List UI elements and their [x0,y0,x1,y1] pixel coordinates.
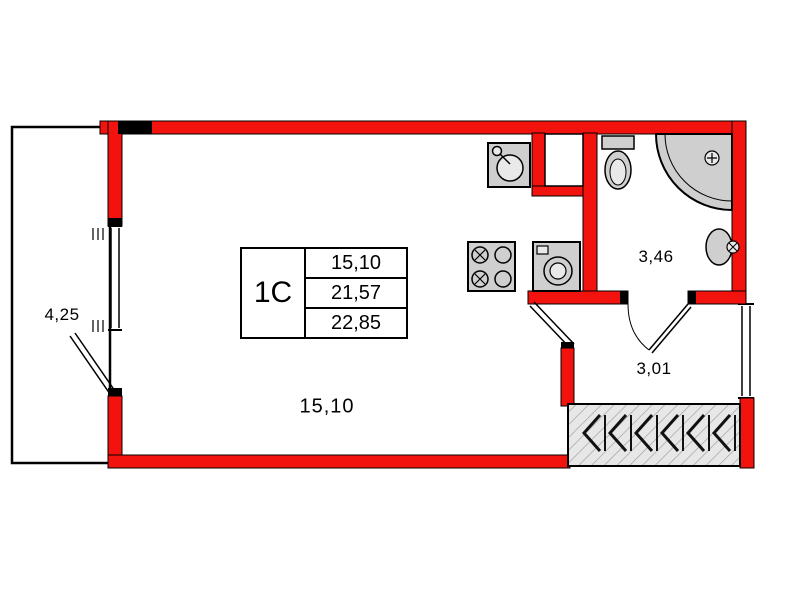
walls [99,120,755,469]
bathroom-door-leaf [648,303,692,354]
wall-hall-top-left [527,290,629,305]
floor-area-value: 21,57 [306,279,406,309]
stamp-area-table: 15,10 21,57 22,85 [306,249,406,337]
stove-icon [467,241,516,292]
entrance-chevron-bars [604,415,736,451]
wall-right-lower [739,397,755,469]
unit-type-label: 1С [242,249,306,337]
wall-bathroom-left [582,132,598,305]
total-area-value: 22,85 [330,311,382,334]
window-right [738,303,754,399]
wall-hall-left [560,347,575,407]
entrance-chevrons [581,414,732,452]
fixtures [467,133,740,292]
washing-machine-icon [532,241,581,292]
apartment-stamp: 1С 15,10 21,57 22,85 [240,247,408,339]
room-area-label: 15,10 [299,395,355,418]
hall-door-leaf [529,301,575,349]
shower-icon [654,133,733,212]
wall-top [99,120,747,135]
bathroom-door-arc [627,303,650,351]
entrance-hatch [567,403,741,467]
doors [69,301,692,395]
kitchen-sink-icon [487,142,531,188]
ventilation-shaft [544,133,584,187]
hall-area-label: 3,01 [636,359,672,378]
wall-bottom [107,454,571,469]
wall-left-upper [107,120,123,227]
balcony-door-leaf [69,332,116,395]
bathroom-area-label: 3,46 [638,247,674,266]
balcony-outline [10,125,112,465]
living-area-value: 15,10 [306,249,406,279]
toilet-icon [601,135,635,190]
washbasin-icon [705,228,740,266]
wall-end-hatch [92,228,104,332]
wall-right-upper [731,120,747,305]
wall-hall-top-right [687,290,747,305]
balcony-area-label: 4,25 [44,305,80,324]
